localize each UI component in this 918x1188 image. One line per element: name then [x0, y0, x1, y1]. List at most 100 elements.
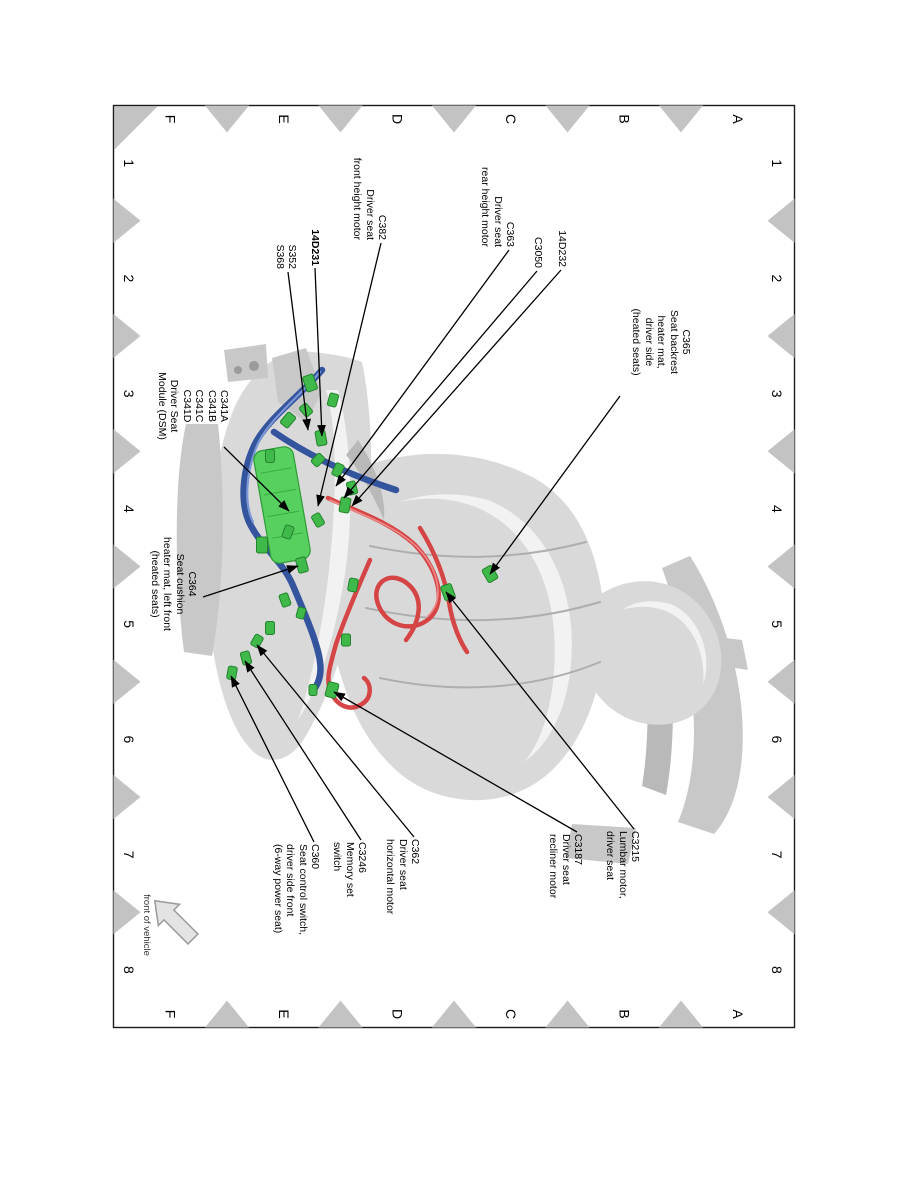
- grid-triangle-bottom: [113, 314, 141, 358]
- grid-triangle-top: [767, 659, 795, 704]
- grid-triangle-right: [205, 1000, 249, 1028]
- grid-triangle-left: [318, 105, 363, 133]
- seat-side-panel: [176, 424, 223, 656]
- leader-line-C3187: [333, 691, 578, 833]
- callout-line: driver side: [642, 317, 655, 367]
- callout-line: C382: [376, 214, 388, 240]
- grid-col-label: 7: [121, 851, 137, 859]
- callout-line: 14D231: [309, 229, 321, 266]
- grid-triangle-left: [432, 105, 476, 133]
- callout-line: Memory set: [343, 842, 356, 897]
- grid-row-label: B: [616, 114, 632, 123]
- leader-line-C3050: [343, 270, 538, 499]
- grid-triangle-bottom: [113, 544, 141, 589]
- grid-col-label: 1: [121, 159, 137, 167]
- grid-col-label: 4: [121, 505, 137, 513]
- leader-line-C382: [316, 242, 382, 507]
- leader-line-C363: [335, 249, 510, 487]
- connector: [281, 524, 295, 540]
- grid-triangle-right: [318, 1000, 363, 1028]
- connector: [341, 633, 351, 647]
- grid-triangle-left: [659, 105, 703, 133]
- grid-triangle-right: [432, 1000, 476, 1028]
- connector: [338, 496, 352, 514]
- grid-col-label: 2: [769, 274, 785, 282]
- callout-line: C364: [186, 571, 198, 597]
- callout-line: C3215: [629, 831, 641, 862]
- blue-wire-highlight: [246, 370, 322, 524]
- grid-triangle-right: [659, 1000, 703, 1028]
- connector: [256, 536, 268, 554]
- bracket-hole-1: [249, 361, 259, 371]
- seat-seam-1: [369, 541, 587, 558]
- grid-triangle-bottom: [113, 890, 141, 935]
- seat-seam-3: [379, 661, 601, 689]
- grid-triangle-top: [767, 429, 795, 474]
- grid-col-label: 4: [769, 505, 785, 513]
- grid-triangle-top: [767, 890, 795, 935]
- grid-col-label: 7: [769, 851, 785, 859]
- connector-callout-C3050: C3050: [532, 48, 544, 268]
- grid-col-label: 5: [769, 620, 785, 628]
- callout-line: (6-way power seat): [271, 844, 284, 934]
- seat-base-foot: [566, 824, 636, 864]
- leader-line-14D232: [351, 269, 562, 507]
- grid-triangle-bottom: [113, 198, 141, 243]
- blue-wire-branch-up: [270, 428, 400, 494]
- callout-line: C365: [680, 329, 692, 355]
- seat-seam-2: [365, 601, 601, 622]
- front-of-vehicle-label: front of vehicle: [141, 894, 152, 956]
- bracket-hole-2: [234, 366, 242, 374]
- grid-triangle-bottom: [113, 775, 141, 819]
- callout-line: heater mat,: [655, 315, 668, 369]
- grid-triangle-left: [545, 105, 590, 133]
- red-wire-highlight: [329, 499, 439, 617]
- leader-line-C362: [256, 644, 415, 838]
- front-of-vehicle-arrow-icon: [153, 899, 199, 945]
- callout-line: 14D232: [556, 230, 568, 267]
- callout-line: C341B: [205, 389, 218, 423]
- connector: [302, 373, 318, 393]
- connector: [331, 462, 345, 478]
- leader-line-S352-S368: [287, 271, 311, 431]
- grid-row-label: C: [503, 1009, 519, 1019]
- callout-line: (heated seats): [630, 308, 643, 376]
- grid-col-label: 3: [769, 390, 785, 398]
- connector: [308, 684, 318, 696]
- connector: [265, 621, 275, 635]
- callout-line: C3246: [356, 842, 368, 873]
- connector: [250, 633, 264, 649]
- leader-line-C3246: [244, 660, 362, 841]
- leader-line-C3215: [445, 591, 635, 830]
- leader-line-14D231: [314, 267, 326, 437]
- callout-line: driver seat: [604, 831, 617, 881]
- grid-triangle-right: [545, 1000, 590, 1028]
- seat-bracket-2: [224, 344, 268, 382]
- callout-line: switch: [331, 842, 344, 872]
- grid-triangle-bottom: [113, 429, 141, 474]
- callout-line: driver side front: [284, 844, 297, 917]
- callout-line: Driver seat: [396, 839, 409, 890]
- grid-triangle-top: [767, 198, 795, 243]
- grid-col-label: 5: [121, 620, 137, 628]
- callout-line: Seat backrest: [667, 309, 680, 375]
- seat-head-restraint-highlight: [622, 601, 707, 685]
- grid-col-label: 6: [121, 735, 137, 743]
- grid-col-label: 2: [121, 274, 137, 282]
- grid-corner-triangle: [114, 106, 158, 150]
- grid-row-label: A: [730, 114, 746, 124]
- callout-line: C362: [409, 839, 421, 865]
- connector: [311, 512, 325, 528]
- connector-callout-14D232: 14D232: [556, 47, 568, 267]
